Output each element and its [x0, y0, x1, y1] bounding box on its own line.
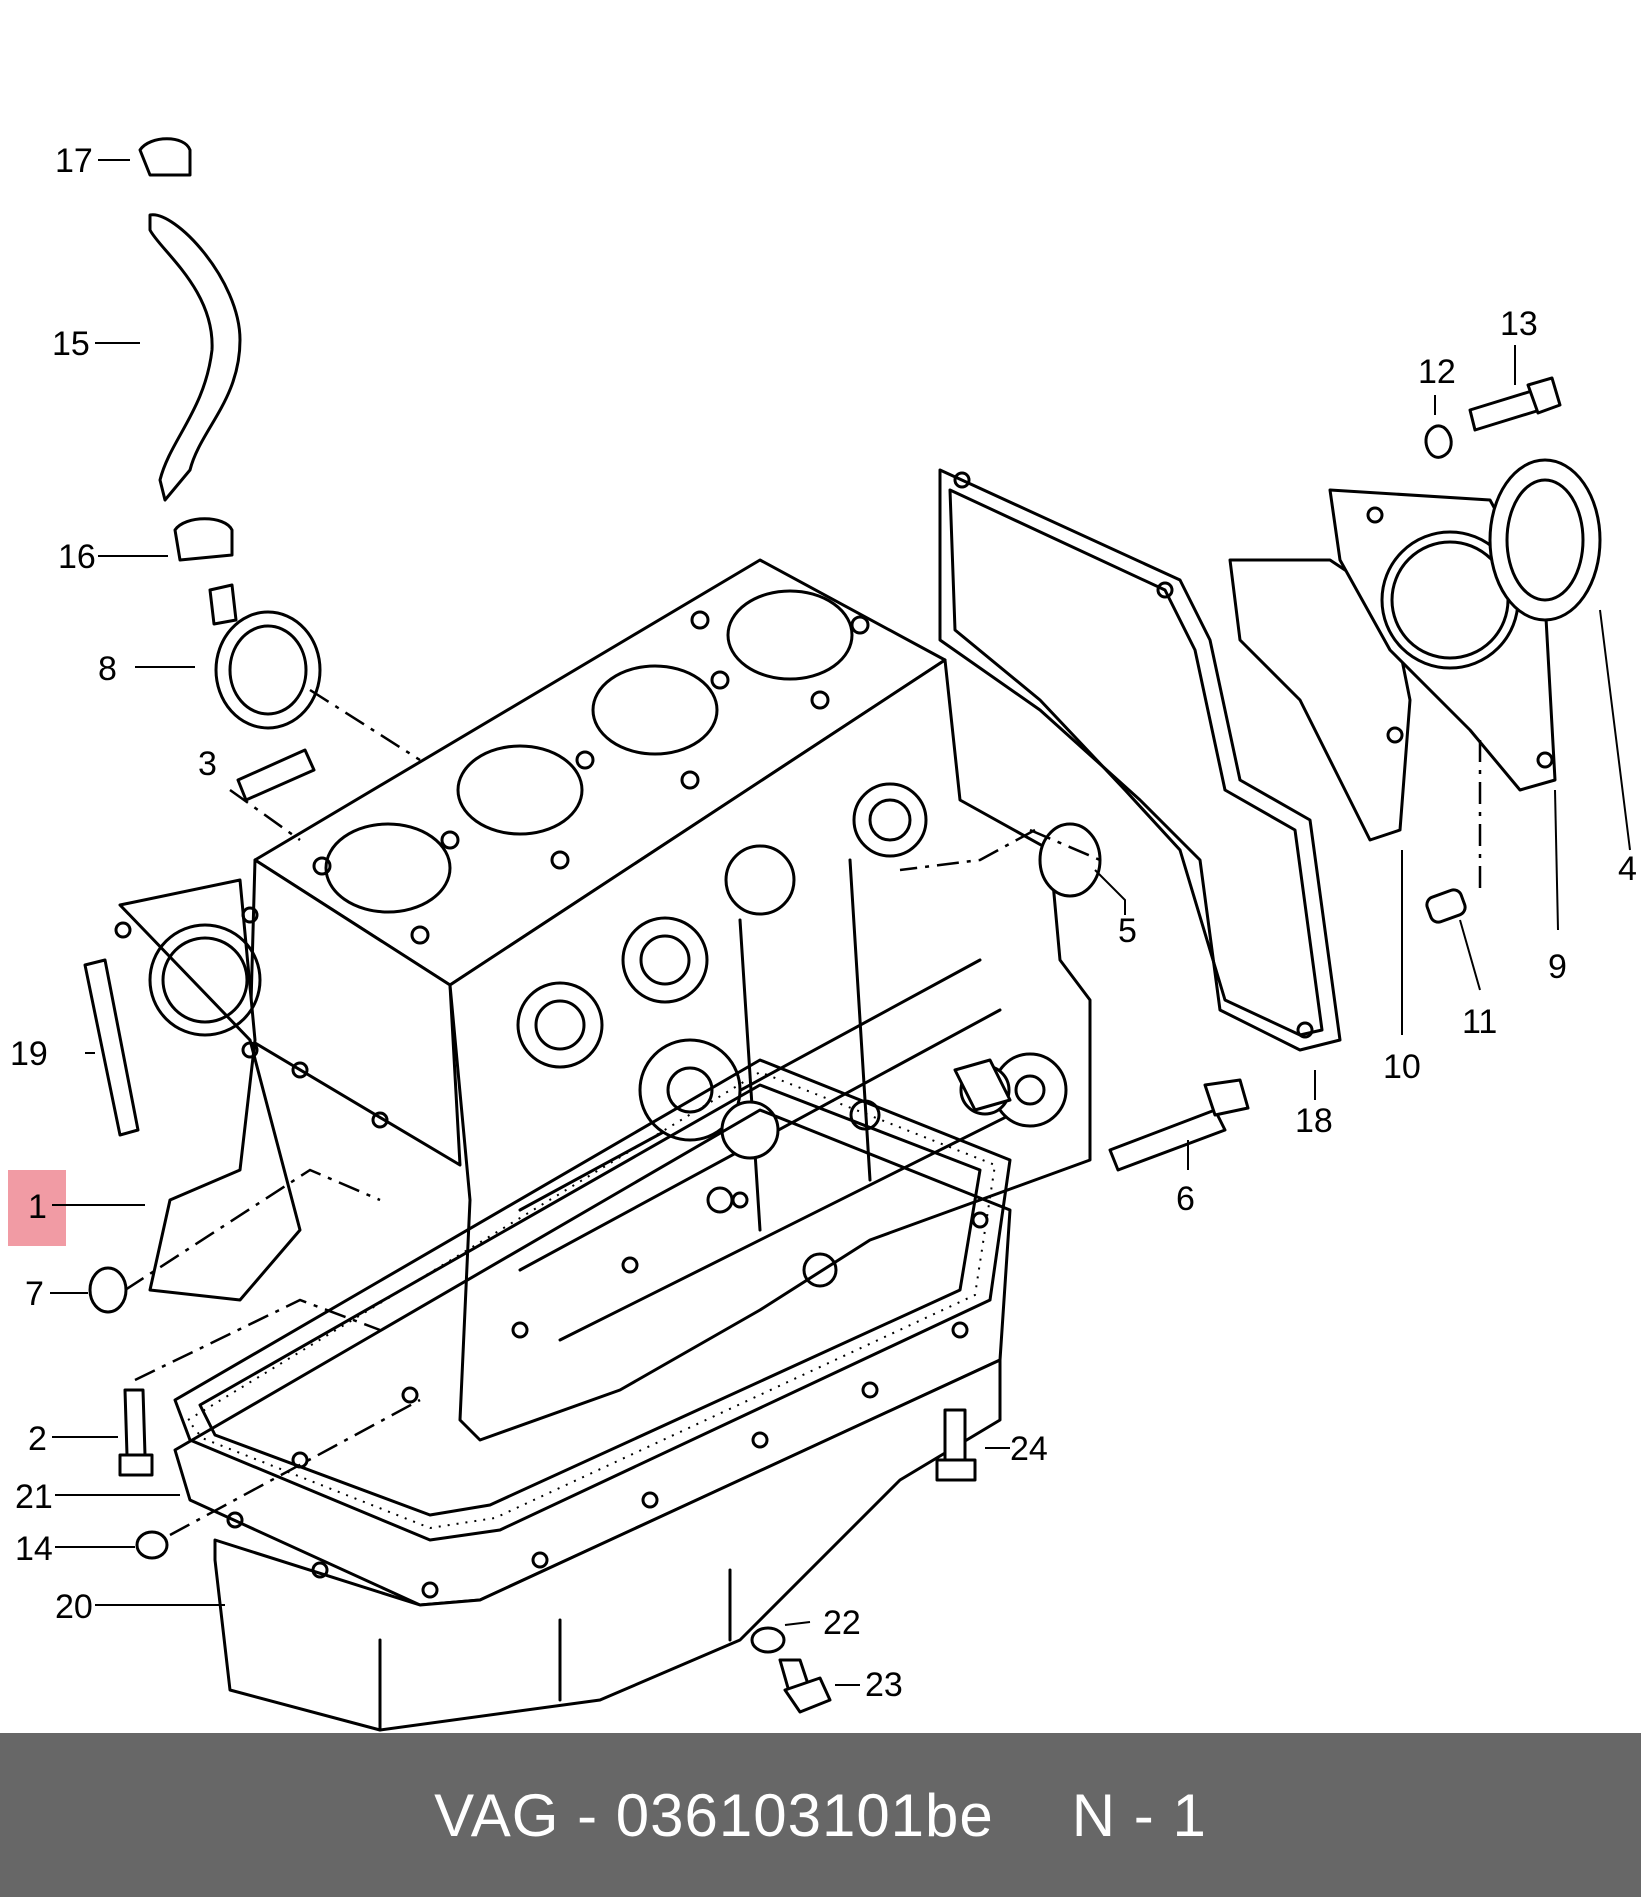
callout-24: 24 — [1010, 1430, 1048, 1468]
callout-23: 23 — [865, 1666, 903, 1704]
callout-21: 21 — [15, 1478, 53, 1516]
part-number-footer: VAG - 036103101be N - 1 — [0, 1733, 1641, 1897]
exploded-parts-diagram: 17 15 16 8 3 19 1 7 2 21 14 20 13 12 4 9… — [8, 137, 1637, 1732]
callout-16: 16 — [58, 538, 96, 576]
callout-17: 17 — [55, 142, 93, 180]
small-parts-drawing — [83, 137, 1250, 1714]
callout-6: 6 — [1176, 1180, 1195, 1218]
part-number-text: VAG - 036103101be — [434, 1781, 994, 1849]
callout-18: 18 — [1295, 1102, 1333, 1140]
oil-pan-drawing — [173, 1058, 1012, 1732]
position-text: N - 1 — [1071, 1781, 1207, 1849]
callout-labels: 17 15 16 8 3 19 1 7 2 21 14 20 13 12 4 9… — [10, 142, 1637, 1704]
callout-9: 9 — [1548, 948, 1567, 986]
callout-7: 7 — [25, 1275, 44, 1313]
callout-19: 19 — [10, 1035, 48, 1073]
callout-5: 5 — [1118, 912, 1137, 950]
callout-8: 8 — [98, 650, 117, 688]
callout-11: 11 — [1462, 1003, 1497, 1041]
callout-10: 10 — [1383, 1048, 1421, 1086]
callout-4: 4 — [1618, 850, 1637, 888]
callout-3: 3 — [198, 745, 217, 783]
assembly-lines — [124, 688, 1482, 1537]
leader-lines — [50, 159, 1631, 1686]
highlight-box-part-1 — [8, 1170, 66, 1246]
callout-12: 12 — [1418, 353, 1456, 391]
callout-2: 2 — [28, 1420, 47, 1458]
callout-20: 20 — [55, 1588, 93, 1626]
callout-15: 15 — [52, 325, 90, 363]
callout-1: 1 — [28, 1188, 47, 1226]
callout-22: 22 — [823, 1604, 861, 1642]
engine-block-drawing — [114, 558, 1092, 1442]
callout-13: 13 — [1500, 305, 1538, 343]
rear-seal-drawing — [938, 376, 1602, 1052]
callout-14: 14 — [15, 1530, 53, 1568]
